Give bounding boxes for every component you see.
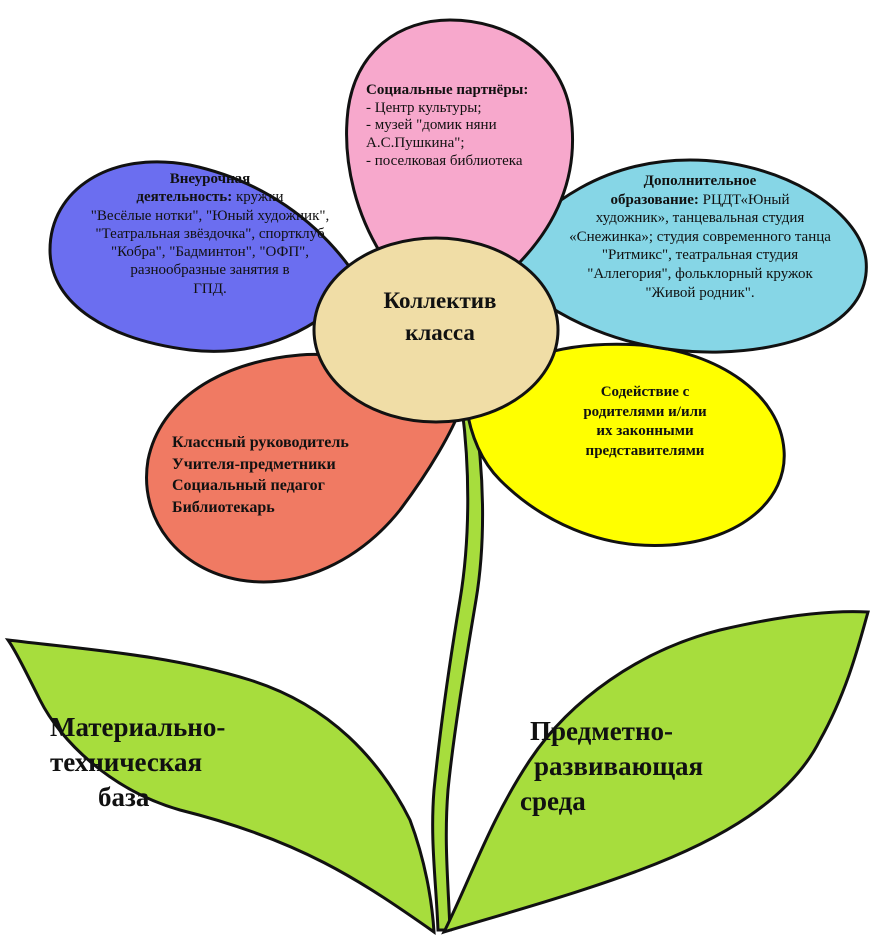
center-label: Коллектив класса xyxy=(340,285,540,349)
social-partners-line: - Центр культуры; xyxy=(366,99,482,116)
additional-education-line: "Ритмикс", театральная студия xyxy=(601,247,799,264)
additional-education-title-bold: образование: xyxy=(610,191,699,208)
social-partners-line: - музей "домик няни xyxy=(366,117,497,134)
extracurricular-title: Внеурочная xyxy=(169,171,251,187)
developing-environment-line: развивающая xyxy=(534,751,704,782)
material-base-line: база xyxy=(98,782,150,813)
material-base-text: Материально- техническая база xyxy=(50,710,290,815)
developing-environment-text: Предметно- развивающая среда xyxy=(520,714,760,819)
parents-cooperation-text: Содействие с родителями и/или их законны… xyxy=(525,383,765,461)
extracurricular-title-rest: кружки xyxy=(232,189,284,206)
staff-line: Классный руководитель xyxy=(172,434,349,451)
staff-text: Классный руководитель Учителя-предметник… xyxy=(172,432,349,518)
material-base-line: техническая xyxy=(50,747,203,778)
flower-center xyxy=(312,236,560,424)
petal-lowright xyxy=(464,342,786,548)
parents-cooperation-line: Содействие с xyxy=(600,384,690,400)
social-partners-title: Социальные партнёры: xyxy=(366,82,529,98)
additional-education-text: Дополнительное образование: РЦДТ«Юный ху… xyxy=(540,172,860,302)
developing-environment-line: среда xyxy=(520,786,586,817)
social-partners-line: А.С.Пушкина"; xyxy=(366,135,465,152)
extracurricular-line: "Театральная звёздочка", спортклуб xyxy=(95,225,325,242)
extracurricular-line: разнообразные занятия в xyxy=(130,262,290,279)
staff-line: Библиотекарь xyxy=(172,498,275,516)
extracurricular-line: "Весёлые нотки", "Юный художник", xyxy=(90,207,330,224)
material-base-line: Материально- xyxy=(50,712,226,742)
extracurricular-subtitle: деятельность: кружки xyxy=(60,188,360,206)
petal-right xyxy=(498,158,868,354)
additional-education-title: Дополнительное xyxy=(643,173,757,189)
additional-education-line: "Аллегория", фольклорный кружок xyxy=(587,265,813,282)
staff-line: Социальный педагог xyxy=(172,477,325,495)
parents-cooperation-line: родителями и/или xyxy=(583,403,707,420)
extracurricular-text: Внеурочная деятельность: кружки "Весёлые… xyxy=(60,170,360,298)
parents-cooperation-line: их законными xyxy=(596,423,694,439)
social-partners-text: Социальные партнёры: - Центр культуры; -… xyxy=(366,82,528,170)
stem xyxy=(431,406,485,932)
additional-education-title-rest: РЦДТ«Юный xyxy=(698,191,790,208)
center-label-line1: Коллектив xyxy=(383,288,497,313)
extracurricular-line: ГПД. xyxy=(193,280,227,297)
additional-education-subtitle: образование: РЦДТ«Юный xyxy=(540,191,860,210)
parents-cooperation-line: представителями xyxy=(585,442,705,459)
social-partners-line: - поселковая библиотека xyxy=(366,152,523,169)
leaf-right xyxy=(441,610,870,935)
petal-left xyxy=(48,160,362,353)
extracurricular-title-bold: деятельность: xyxy=(136,189,233,206)
extracurricular-line: "Кобра", "Бадминтон", "ОФП", xyxy=(110,244,310,261)
center-label-line2: класса xyxy=(405,320,475,346)
additional-education-line: художник», танцевальная студия xyxy=(595,210,805,227)
additional-education-line: "Живой родник". xyxy=(645,284,755,301)
leaf-left xyxy=(4,638,436,936)
developing-environment-line: Предметно- xyxy=(530,716,673,746)
staff-line: Учителя-предметники xyxy=(172,455,336,473)
additional-education-line: «Снежинка»; студия современного танца xyxy=(569,228,831,245)
